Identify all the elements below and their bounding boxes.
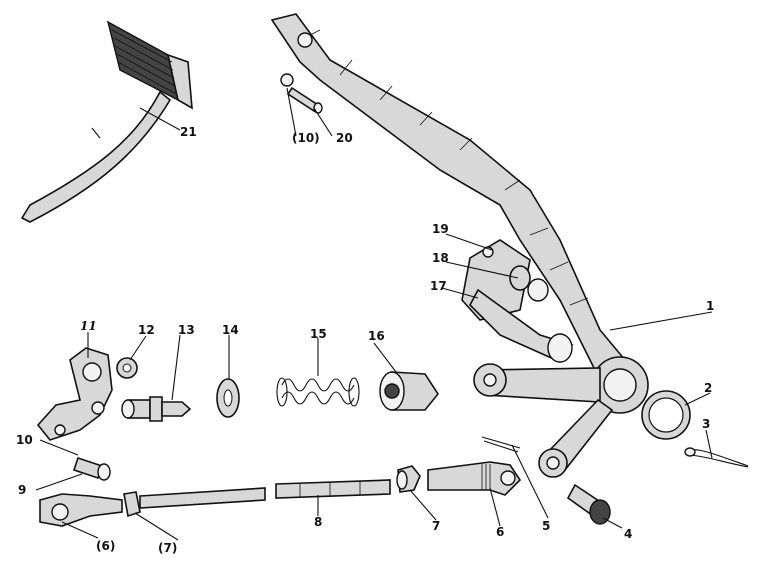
part-3-split-pin — [684, 447, 749, 468]
part-6-clevis-right — [427, 461, 522, 496]
callout-7: 7 — [432, 519, 440, 533]
callout-10b: (10) — [292, 131, 320, 145]
callout-10: 10 — [16, 433, 33, 447]
callout-4: 4 — [624, 527, 632, 541]
callout-5: 5 — [542, 519, 550, 533]
callout-21: 21 — [180, 125, 197, 139]
callout-6b: (6) — [96, 539, 115, 553]
callout-8: 8 — [314, 515, 322, 529]
part-4-pin — [566, 483, 611, 525]
part-14-washer — [216, 378, 240, 418]
callout-20: 20 — [336, 131, 353, 145]
part-11-bracket — [36, 347, 113, 441]
callout-9: 9 — [18, 483, 26, 497]
part-8-rods — [139, 479, 391, 509]
callout-7b: (7) — [158, 541, 177, 555]
part-1-pedal-lever — [270, 13, 649, 478]
callout-11: 11 — [80, 319, 97, 333]
part-2-washer — [641, 390, 691, 440]
part-16-nut-housing — [379, 371, 439, 411]
part-17-19-pivot-housing — [461, 239, 574, 363]
part-20-bolt — [280, 73, 323, 114]
callout-3: 3 — [702, 417, 710, 431]
part-7-nut-right — [396, 465, 421, 493]
part-13-plunger — [121, 396, 192, 422]
callout-13: 13 — [178, 323, 195, 337]
callout-12: 12 — [138, 323, 155, 337]
callout-19: 19 — [432, 222, 449, 236]
part-12-ring — [116, 357, 138, 379]
part-9-bolt — [72, 456, 111, 481]
callout-14: 14 — [222, 323, 239, 337]
part-7-nut-left — [123, 491, 141, 518]
part-6-clevis-left — [39, 493, 123, 527]
callout-labels: 21 20 (10) 1 2 3 4 5 6 7 8 (7) (6) 9 10 … — [16, 125, 714, 555]
callout-16: 16 — [368, 329, 385, 343]
callout-15: 15 — [310, 327, 327, 341]
callout-18: 18 — [432, 251, 449, 265]
part-5-cotter-pin — [481, 436, 521, 453]
callout-6: 6 — [496, 525, 504, 539]
callout-1: 1 — [706, 299, 714, 313]
callout-17: 17 — [430, 279, 447, 293]
callout-2: 2 — [704, 381, 712, 395]
part-15-spring — [276, 377, 360, 407]
leader-lines — [35, 87, 713, 541]
part-21-pedal-pad — [20, 20, 193, 223]
